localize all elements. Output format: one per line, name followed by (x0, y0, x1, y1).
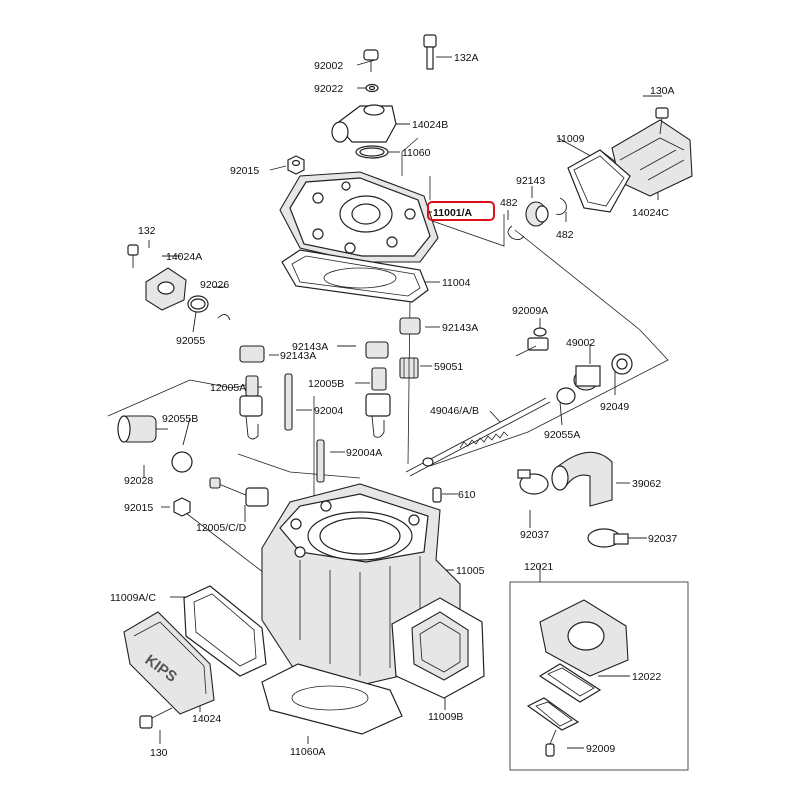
label-14024A: 14024A (166, 251, 202, 263)
part-hose-39062 (551, 451, 613, 507)
part-base-gasket-11060A (261, 663, 403, 735)
part-oring-11060 (355, 145, 389, 159)
label-92143-top: 92143 (516, 175, 545, 187)
label-11009AC: 11009A/C (110, 592, 156, 604)
part-gasket-11009AC (183, 585, 267, 677)
reed-valve-group-box (509, 581, 689, 771)
highlight-box-11001A (427, 201, 495, 221)
part-fitting-14024A (145, 267, 187, 311)
part-flange-11009B (391, 597, 485, 699)
part-seal-92049 (611, 353, 633, 375)
label-132A: 132A (454, 52, 479, 64)
part-stud-92004A (316, 439, 325, 483)
label-92037-left: 92037 (520, 529, 549, 541)
label-482-right: 482 (556, 229, 574, 241)
part-seal-92143-top (525, 201, 549, 227)
part-screw-92009 (545, 729, 557, 757)
part-pin-610 (432, 487, 442, 503)
label-130A: 130A (650, 85, 675, 97)
label-59051: 59051 (434, 361, 463, 373)
label-49002: 49002 (566, 337, 595, 349)
label-92015-mid: 92015 (124, 502, 153, 514)
part-shaft-12005CD (209, 477, 269, 507)
label-92055B: 92055B (162, 413, 198, 425)
part-screw-92009A (515, 327, 549, 357)
label-12005B: 12005B (308, 378, 344, 390)
label-92026: 92026 (200, 279, 229, 291)
label-92009: 92009 (586, 743, 615, 755)
label-92055A: 92055A (544, 429, 580, 441)
label-14024C: 14024C (632, 207, 669, 219)
label-482-left: 482 (500, 197, 518, 209)
label-11009: 11009 (556, 133, 585, 145)
label-92009A: 92009A (512, 305, 548, 317)
label-11001A: 11001/A (433, 207, 473, 219)
part-gear-59051 (399, 357, 419, 379)
label-92055: 92055 (176, 335, 205, 347)
part-clamp-92037-right (587, 528, 629, 548)
part-clamp-92037-left (517, 469, 549, 495)
part-labels: 92002 132A 92022 14024B 11060 92015 1100… (110, 52, 677, 759)
label-14024B: 14024B (412, 119, 448, 131)
part-reed-valve-12021 (539, 599, 629, 677)
part-circlip-482-right (555, 197, 567, 215)
part-rod-49046 (405, 397, 551, 477)
label-11005: 11005 (456, 565, 485, 577)
part-cap-92143A-right (399, 317, 421, 335)
part-shaft-12005A (239, 375, 263, 440)
part-nut-92015-top (287, 155, 305, 175)
label-92143A-mid: 92143A (292, 341, 328, 353)
label-92143A-left: 92143A (280, 350, 316, 362)
label-39062: 39062 (632, 478, 661, 490)
part-oring-92055 (187, 295, 209, 313)
label-92028: 92028 (124, 475, 153, 487)
part-bushing-49002 (573, 365, 601, 391)
label-12021: 12021 (524, 561, 553, 573)
label-11004: 11004 (442, 277, 471, 289)
part-clip-92026 (217, 314, 231, 321)
label-49046: 49046/A/B (430, 405, 479, 417)
label-130: 130 (150, 747, 168, 759)
part-water-outlet-14024B (331, 104, 397, 143)
part-reed-12022 (538, 663, 602, 703)
part-oring-92055B (171, 451, 193, 473)
label-12022: 12022 (632, 671, 661, 683)
part-cap-92143A-left (239, 345, 265, 363)
label-92002: 92002 (314, 60, 343, 72)
part-shaft-12005B (365, 367, 391, 438)
label-610: 610 (458, 489, 476, 501)
part-bolt-132A (423, 34, 437, 70)
label-92004A: 92004A (346, 447, 382, 459)
part-stopper (526, 697, 580, 731)
part-bolt-92002 (363, 49, 379, 72)
label-92049: 92049 (600, 401, 629, 413)
part-bolt-132 (127, 244, 139, 268)
part-cover-14024: KIPS (123, 611, 215, 715)
label-92015-top: 92015 (230, 165, 259, 177)
part-bolt-130 (139, 707, 173, 729)
label-11009B: 11009B (428, 711, 463, 723)
label-12005A: 12005A (210, 382, 246, 394)
part-valve-92028 (117, 415, 168, 443)
part-oring-92055A (556, 387, 576, 405)
part-stud-92004 (284, 373, 293, 431)
part-bolt-130A (655, 107, 669, 135)
label-14024: 14024 (192, 713, 221, 725)
part-washer-92022 (365, 83, 379, 93)
label-92004: 92004 (314, 405, 343, 417)
label-11060A: 11060A (290, 746, 325, 758)
part-gasket-11004 (281, 249, 429, 303)
label-12005CD: 12005/C/D (196, 522, 247, 534)
part-cap-92143A-mid (365, 341, 389, 359)
part-cylinder-head-11001A (279, 171, 439, 263)
label-92143A-right: 92143A (442, 322, 478, 334)
part-nut-92015-mid (173, 497, 191, 517)
part-gasket-11009 (567, 149, 631, 213)
label-132: 132 (138, 225, 156, 237)
label-92022: 92022 (314, 83, 343, 95)
part-circlip-482-left (507, 225, 525, 241)
label-92037-right: 92037 (648, 533, 677, 545)
label-11060: 11060 (402, 147, 431, 159)
